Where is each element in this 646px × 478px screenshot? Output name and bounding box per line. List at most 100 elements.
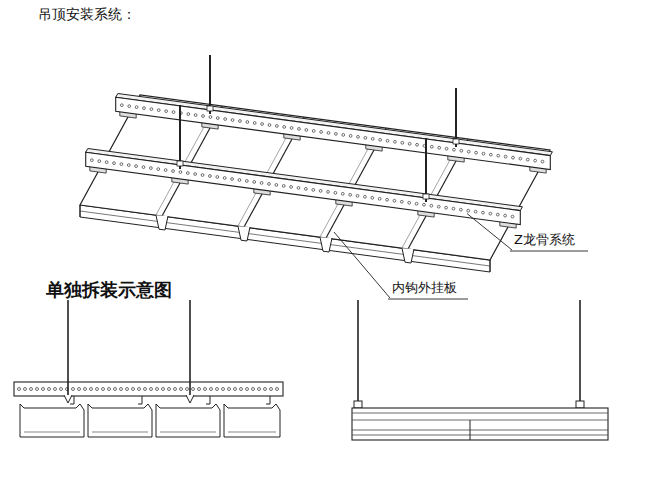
rail-hole [334,132,337,135]
rail-hole [482,152,485,155]
rail-hole [36,388,39,391]
rail-hole [108,388,111,391]
rail-hole [210,388,213,391]
rail-hole [393,199,396,202]
rail-hole [541,160,544,163]
part-name: 内钩外挂板 [392,280,457,296]
rail-hole [194,114,197,117]
rail-hole [460,149,463,152]
hanger-rod [579,300,581,408]
rail-hole [120,388,123,391]
rod-nut [423,194,429,199]
panel-hook-notch [320,237,332,252]
leader-line [467,214,512,251]
rail-hole [475,151,478,154]
panel-profile [156,404,220,437]
panel-hook-notch [238,226,250,241]
rail-hole [334,191,337,194]
rail-flange [86,149,523,211]
rail-hole [42,388,45,391]
panel-profile [88,404,152,437]
rail-hole [164,169,167,172]
rail-hole [394,140,397,143]
hanger-rod [455,88,457,147]
panel-hook [266,396,270,404]
rail-hole [186,172,189,175]
hanger-rod [357,300,359,408]
rail-hole [261,123,264,126]
panel-hook-notch [156,215,168,230]
rail-hole [252,388,255,391]
rail-hole [253,122,256,125]
panel-joint [470,420,471,440]
rail-hole [497,154,500,157]
rail-hole [209,175,212,178]
rail-hole [275,125,278,128]
rail-hole [356,194,359,197]
rod-nut [177,161,183,166]
rail-hole [105,161,108,164]
rail-hole [258,388,261,391]
rail-hole [96,388,99,391]
rail-hole [504,214,507,217]
rail-hole [222,388,225,391]
rail-hole [474,210,477,213]
rail-hole [319,189,322,192]
rail-hole [430,204,433,207]
rail-hole [445,206,448,209]
rail-elevation [14,382,283,396]
rail-hole [489,212,492,215]
hanger-rod [67,300,69,395]
rail-hole [459,208,462,211]
rail-hole [327,190,330,193]
rail-hole [378,197,381,200]
rail-hole [276,388,279,391]
rail-hole [224,118,227,121]
rail-hole [327,131,330,134]
rail-hole [275,184,278,187]
rail-hole [526,158,529,161]
rail-hole [216,388,219,391]
perforated-rail [116,97,551,169]
rail-hole [253,181,256,184]
rail-hole [138,388,141,391]
rail-hole [416,143,419,146]
rail-hole [48,388,51,391]
rod-bracket [354,401,362,408]
rail-hole [30,388,33,391]
perforated-rail [86,152,521,224]
rail-hole [24,388,27,391]
rail-hole [186,388,189,391]
rail-hole [270,388,273,391]
rail-hole [512,156,515,159]
rod-nut [453,139,459,144]
rail-hole [187,113,190,116]
rail-hole [172,170,175,173]
label-underline [510,251,588,252]
rail-hole [120,104,123,107]
panel-side-line [352,413,608,414]
rail-hole [201,174,204,177]
rail-hole [202,115,205,118]
panel-inner-line [92,432,148,433]
rail-hole [282,185,285,188]
rail-hole [150,388,153,391]
rail-hole [192,388,195,391]
rail-hole [312,130,315,133]
hanger-rod [209,55,211,114]
rail-hole [234,388,237,391]
rail-hole [216,117,219,120]
panel-side-line [352,430,608,431]
rail-hole [143,107,146,110]
rail-hole [162,388,165,391]
rail-hole [482,211,485,214]
rail-hole [453,148,456,151]
rail-hole [342,133,345,136]
rail-hole [401,141,404,144]
panel-hook-notch [402,248,414,263]
rail-hole [168,388,171,391]
rail-hole [268,124,271,127]
rail-hole [496,213,499,216]
rod-clip [186,395,194,403]
panel-inner-line [228,432,276,433]
